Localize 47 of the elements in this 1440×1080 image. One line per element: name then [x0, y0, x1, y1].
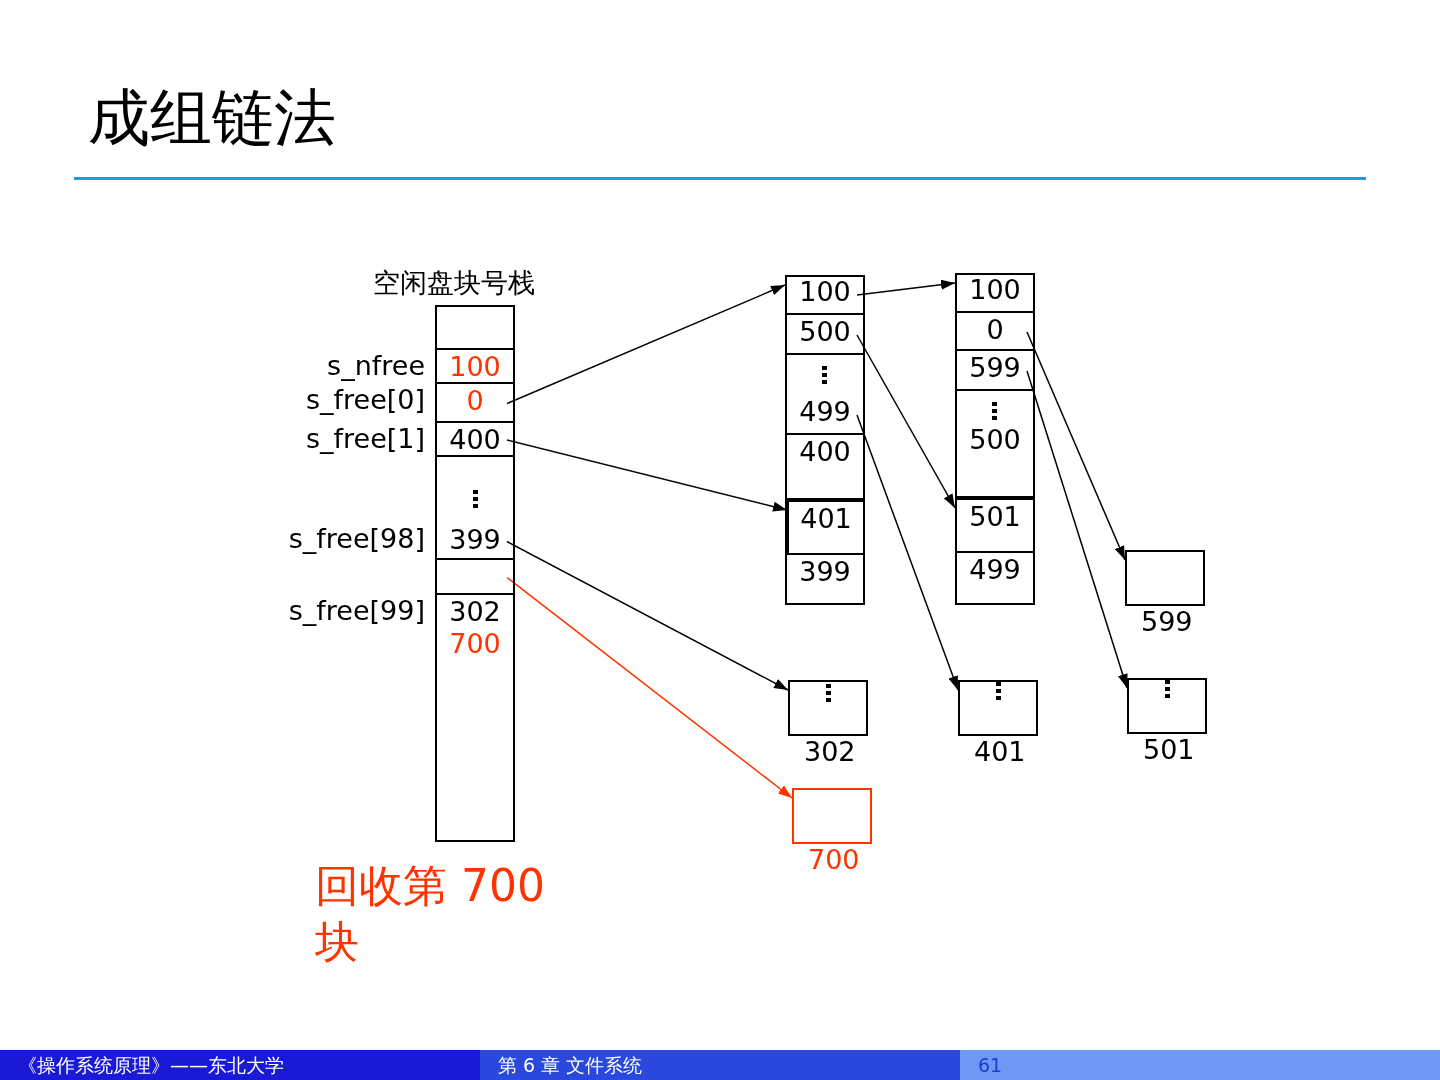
footer-text: 第 6 章 文件系统	[498, 1054, 643, 1076]
block-column	[785, 275, 865, 605]
block-number: 599	[968, 352, 1022, 384]
stack-cell	[955, 498, 1035, 553]
field-name: s_free[98]	[288, 523, 425, 555]
block-number: 499	[968, 554, 1022, 586]
arrow	[1026, 370, 1128, 689]
block-number: 399	[448, 524, 502, 556]
field-name: s_free[0]	[305, 384, 425, 416]
arrow	[856, 414, 959, 691]
footer-text: 61	[978, 1054, 1003, 1076]
block-number: 499	[798, 396, 852, 428]
block-number: 100	[968, 274, 1022, 306]
block-number: 401	[974, 736, 1026, 768]
block-number: 100	[448, 351, 502, 383]
arrow	[506, 540, 789, 691]
block-number: 400	[798, 436, 852, 468]
block-number: 700	[808, 844, 860, 876]
slide-title: 成组链法	[88, 82, 336, 154]
field-name: s_free[1]	[305, 423, 425, 455]
block-number: 302	[804, 736, 856, 768]
block-number: 500	[798, 316, 852, 348]
block-number: 400	[448, 424, 502, 456]
arrow	[1026, 331, 1126, 561]
block-number: 501	[968, 501, 1022, 533]
field-name: s_nfree	[327, 350, 425, 382]
block-number: 399	[798, 556, 852, 588]
arrow	[856, 279, 956, 296]
block-number: 401	[799, 503, 853, 535]
field-name: s_free[99]	[288, 595, 425, 627]
arrow	[506, 439, 788, 512]
block-number: 0	[465, 385, 485, 417]
stack-heading: 空闲盘块号栈	[373, 267, 535, 299]
arrow	[856, 334, 956, 509]
block-column	[955, 273, 1035, 605]
block-number: 100	[798, 276, 852, 308]
block-number: 302	[448, 596, 502, 628]
block-number: 599	[1141, 606, 1193, 638]
caption-note: 回收第 700 块	[315, 859, 546, 969]
stack-cell	[787, 500, 865, 555]
footer-text: 《操作系统原理》——东北大学	[18, 1054, 284, 1076]
arrow	[506, 576, 793, 799]
arrow	[506, 284, 786, 405]
block-number: 501	[1143, 734, 1195, 766]
block-number: 700	[448, 628, 502, 660]
block-number: 500	[968, 424, 1022, 456]
block-number: 0	[985, 314, 1005, 346]
